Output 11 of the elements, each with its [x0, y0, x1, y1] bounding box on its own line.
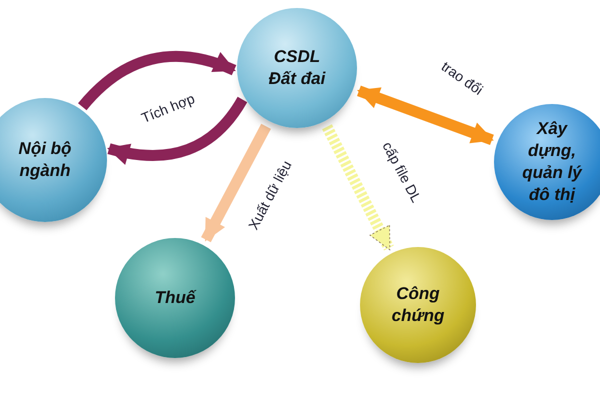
arrow: [322, 124, 394, 250]
sphere-node: [0, 98, 107, 222]
arrow: [357, 86, 494, 146]
node-label: CSDL Đất đai: [268, 46, 326, 90]
arrow: [107, 96, 248, 164]
node-label: Nội bộ ngành: [18, 138, 72, 182]
node-label: Công chứng: [390, 282, 446, 327]
node-label: Xây dựng, quản lý đô thị: [521, 118, 584, 206]
arrow: [78, 50, 236, 110]
node-label: Thuế: [154, 286, 198, 309]
arrow: [201, 124, 271, 242]
